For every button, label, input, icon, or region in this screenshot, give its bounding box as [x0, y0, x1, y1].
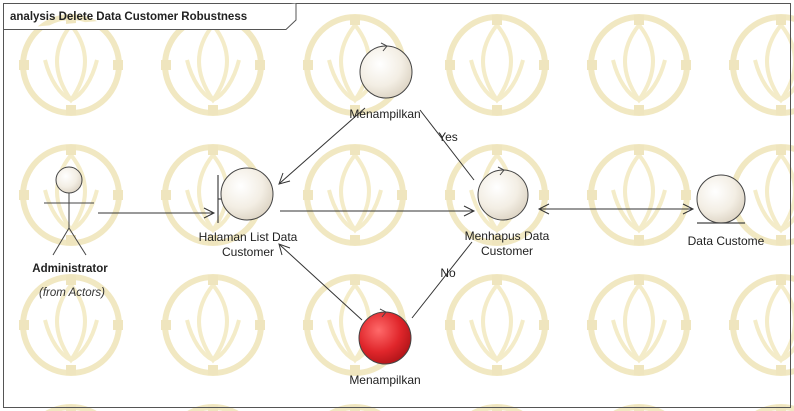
- edge-actor-to-boundary-arrow: [203, 207, 216, 219]
- control-menampilkan-bottom[interactable]: [358, 308, 412, 365]
- edge-bottom-to-boundary-arrow: [278, 243, 291, 256]
- edge-control-to-entity-arrow-right: [682, 203, 695, 215]
- edge-boundary-to-control-arrow: [463, 205, 476, 217]
- actor-note: (from Actors): [39, 287, 105, 299]
- actor-name: Administrator: [32, 263, 108, 275]
- frame-title-tab: [3, 3, 297, 30]
- actor-leg-left: [52, 227, 70, 256]
- edge-yes-label: Yes: [438, 130, 458, 144]
- edge-top-to-boundary-arrow: [278, 172, 291, 185]
- edge-bottom-to-boundary: [279, 244, 363, 321]
- boundary-label-line1: Halaman List Data: [199, 230, 298, 244]
- edge-yes: [419, 109, 475, 181]
- entity-label: Data Custome: [688, 234, 765, 248]
- edge-control-to-entity-arrow-left: [537, 203, 550, 215]
- control-menhapus-data[interactable]: [477, 166, 529, 221]
- boundary-label-line2: Customer: [222, 245, 274, 259]
- entity-data-customer[interactable]: [696, 174, 746, 224]
- control-mid-arrowhead: [497, 166, 505, 176]
- edges: [98, 107, 695, 321]
- control-mid-label-line2: Customer: [481, 244, 533, 258]
- control-bottom-label: Menampilkan: [349, 373, 420, 387]
- control-menampilkan-top[interactable]: [359, 42, 413, 99]
- boundary-circle: [220, 167, 274, 221]
- control-bottom-arrowhead: [379, 308, 387, 318]
- control-bottom-circle: [358, 311, 412, 365]
- actor-head: [55, 166, 83, 194]
- edge-no: [411, 241, 473, 319]
- actor-administrator[interactable]: [44, 166, 94, 256]
- frame-title: analysis Delete Data Customer Robustness: [10, 11, 247, 23]
- edge-top-to-boundary: [279, 107, 366, 184]
- entity-circle: [696, 174, 746, 224]
- control-mid-label-line1: Menhapus Data: [465, 229, 550, 243]
- control-mid-circle: [477, 169, 529, 221]
- boundary-halaman-list[interactable]: [217, 167, 274, 223]
- actor-leg-right: [68, 227, 87, 256]
- diagram-frame: [3, 3, 791, 408]
- edge-no-label: No: [440, 266, 456, 280]
- control-top-arrowhead: [380, 42, 388, 52]
- control-top-label: Menampilkan: [349, 107, 420, 121]
- control-top-circle: [359, 45, 413, 99]
